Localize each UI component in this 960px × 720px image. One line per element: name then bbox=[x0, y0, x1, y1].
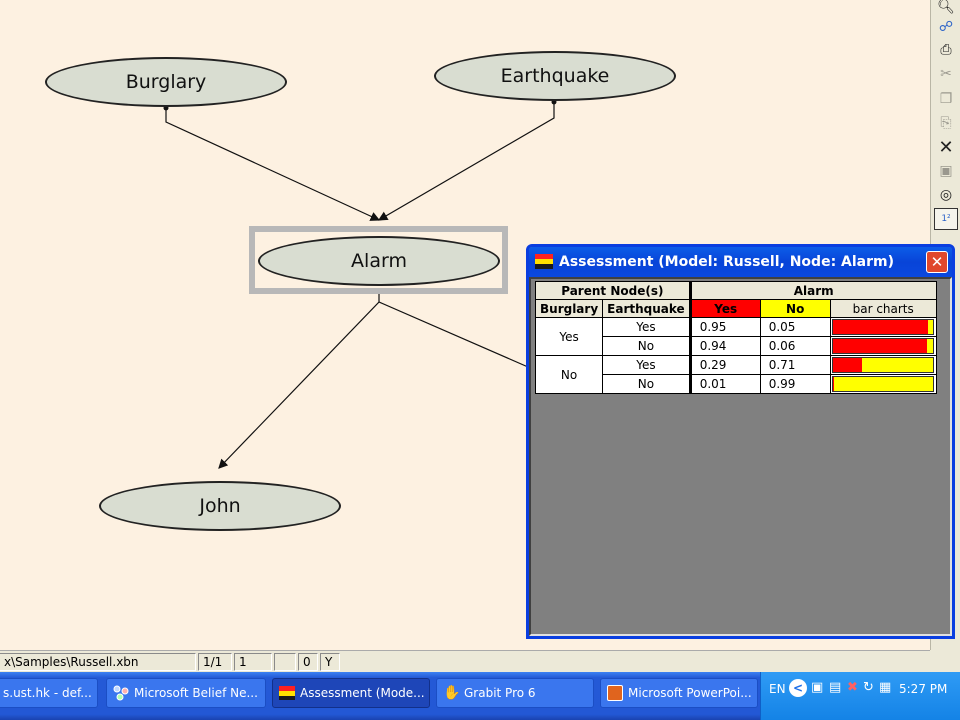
prob-no-cell[interactable]: 0.99 bbox=[759, 374, 831, 394]
table-row: No 0.94 0.06 bbox=[536, 336, 937, 356]
node-label: Earthquake bbox=[500, 65, 610, 87]
paste-icon[interactable]: ⎘ bbox=[940, 115, 952, 131]
prob-yes-cell[interactable]: 0.94 bbox=[688, 336, 761, 356]
language-indicator[interactable]: EN bbox=[769, 682, 786, 696]
cpt-table: Parent Node(s) Alarm Burglary Earthquake… bbox=[534, 281, 937, 394]
task-powerpoint[interactable]: Microsoft PowerPoi... bbox=[600, 678, 758, 708]
parent-nodes-header: Parent Node(s) bbox=[535, 281, 691, 300]
status-page: 1/1 bbox=[198, 653, 232, 671]
bar-charts-header: bar charts bbox=[829, 299, 937, 318]
status-field-3 bbox=[274, 653, 296, 671]
status-field-4: 0 bbox=[298, 653, 318, 671]
hierarchy-icon[interactable]: ☍ bbox=[938, 19, 954, 35]
prob-yes-cell[interactable]: 0.01 bbox=[688, 374, 761, 394]
task-label: Grabit Pro 6 bbox=[464, 686, 536, 700]
assessment-window[interactable]: Assessment (Model: Russell, Node: Alarm)… bbox=[526, 244, 955, 639]
node-label: Alarm bbox=[351, 250, 407, 272]
node-header: Alarm bbox=[688, 281, 937, 300]
table-row: Yes Yes 0.95 0.05 bbox=[534, 317, 937, 356]
delete-icon[interactable]: ✕ bbox=[938, 136, 954, 158]
assessment-title: Assessment (Model: Russell, Node: Alarm) bbox=[559, 254, 895, 270]
earthquake-cell: Yes bbox=[602, 317, 691, 337]
save-icon[interactable]: ▣ bbox=[939, 163, 953, 179]
task-label: Assessment (Mode... bbox=[300, 686, 425, 700]
prob-bar bbox=[831, 338, 934, 354]
network-icon bbox=[113, 685, 129, 701]
task-assessment[interactable]: Assessment (Mode... bbox=[272, 678, 430, 708]
device-tray-icon[interactable]: ▦ bbox=[879, 680, 892, 695]
burglary-cell: Yes bbox=[534, 317, 604, 356]
app-icon bbox=[279, 685, 295, 701]
earthquake-cell: No bbox=[602, 374, 691, 394]
status-file-path: x\Samples\Russell.xbn bbox=[0, 653, 196, 671]
task-belief-networks[interactable]: Microsoft Belief Ne... bbox=[106, 678, 266, 708]
node-label: John bbox=[199, 495, 241, 517]
prob-bar bbox=[831, 319, 934, 335]
col-header-earthquake: Earthquake bbox=[602, 299, 691, 318]
task-label: Microsoft PowerPoi... bbox=[628, 686, 752, 700]
sync-tray-icon[interactable]: ↻ bbox=[863, 680, 874, 695]
state-no-header: No bbox=[759, 299, 831, 318]
task-label: Microsoft Belief Ne... bbox=[134, 686, 258, 700]
close-button[interactable]: ✕ bbox=[926, 251, 948, 273]
assessment-body: Parent Node(s) Alarm Burglary Earthquake… bbox=[529, 277, 952, 636]
task-browser[interactable]: s.ust.hk - def... bbox=[0, 678, 98, 708]
app-icon bbox=[535, 254, 553, 269]
prob-bar bbox=[831, 357, 934, 373]
powerpoint-icon bbox=[607, 685, 623, 701]
chevron-left-icon[interactable]: < bbox=[789, 679, 807, 697]
display-tray-icon[interactable]: ▤ bbox=[829, 680, 842, 695]
earthquake-cell: Yes bbox=[602, 355, 691, 375]
print-icon[interactable]: ⎙ bbox=[940, 42, 952, 58]
security-tray-icon[interactable]: ✖ bbox=[847, 680, 858, 695]
prob-yes-cell[interactable]: 0.95 bbox=[688, 317, 761, 337]
node-earthquake[interactable]: Earthquake bbox=[434, 51, 676, 101]
edge-earthquake-alarm[interactable] bbox=[377, 101, 555, 221]
node-alarm[interactable]: Alarm bbox=[258, 236, 500, 286]
status-bar: x\Samples\Russell.xbn 1/1 1 0 Y bbox=[0, 650, 930, 672]
node-label: Burglary bbox=[125, 71, 207, 93]
burglary-cell: No bbox=[534, 355, 604, 394]
prob-no-cell[interactable]: 0.71 bbox=[759, 355, 831, 375]
cut-icon[interactable]: ✂ bbox=[940, 66, 952, 82]
earthquake-cell: No bbox=[602, 336, 691, 356]
edge-burglary-alarm[interactable] bbox=[165, 107, 381, 221]
prob-bar-fill bbox=[832, 320, 928, 334]
state-yes-header: Yes bbox=[688, 299, 761, 318]
system-tray: EN < ▣ ▤ ✖ ↻ ▦ 5:27 PM bbox=[760, 672, 960, 720]
table-row: No Yes 0.29 0.71 bbox=[534, 355, 937, 394]
network-tray-icon[interactable]: ▣ bbox=[811, 680, 824, 695]
zoom-icon[interactable]: 🔍︎ bbox=[937, 0, 955, 15]
edge-alarm-john[interactable] bbox=[218, 288, 380, 469]
task-grabit[interactable]: ✋ Grabit Pro 6 bbox=[436, 678, 594, 708]
clock[interactable]: 5:27 PM bbox=[899, 682, 948, 696]
prob-no-cell[interactable]: 0.06 bbox=[759, 336, 831, 356]
prob-yes-cell[interactable]: 0.29 bbox=[688, 355, 761, 375]
numbers-icon[interactable]: 1² bbox=[934, 208, 958, 230]
assessment-title-bar[interactable]: Assessment (Model: Russell, Node: Alarm) bbox=[529, 247, 952, 277]
status-field-2: 1 bbox=[234, 653, 272, 671]
prob-bar-fill bbox=[832, 377, 834, 391]
resize-grip[interactable] bbox=[930, 650, 960, 672]
taskbar: s.ust.hk - def... Microsoft Belief Ne...… bbox=[0, 672, 960, 720]
find-icon[interactable]: ◎ bbox=[939, 187, 953, 203]
prob-bar-fill bbox=[832, 358, 862, 372]
status-field-5: Y bbox=[320, 653, 340, 671]
col-header-burglary: Burglary bbox=[534, 299, 604, 318]
prob-bar-fill bbox=[832, 339, 927, 353]
table-row: No 0.01 0.99 bbox=[536, 374, 937, 394]
prob-no-cell[interactable]: 0.05 bbox=[759, 317, 831, 337]
grabber-icon: ✋ bbox=[443, 685, 461, 701]
edge-alarm-mary[interactable] bbox=[378, 301, 529, 368]
node-burglary[interactable]: Burglary bbox=[45, 57, 287, 107]
node-john[interactable]: John bbox=[99, 481, 341, 531]
close-icon: ✕ bbox=[930, 253, 944, 271]
copy-icon[interactable]: ❐ bbox=[939, 91, 953, 107]
prob-bar bbox=[831, 376, 934, 392]
task-label: s.ust.hk - def... bbox=[3, 686, 92, 700]
